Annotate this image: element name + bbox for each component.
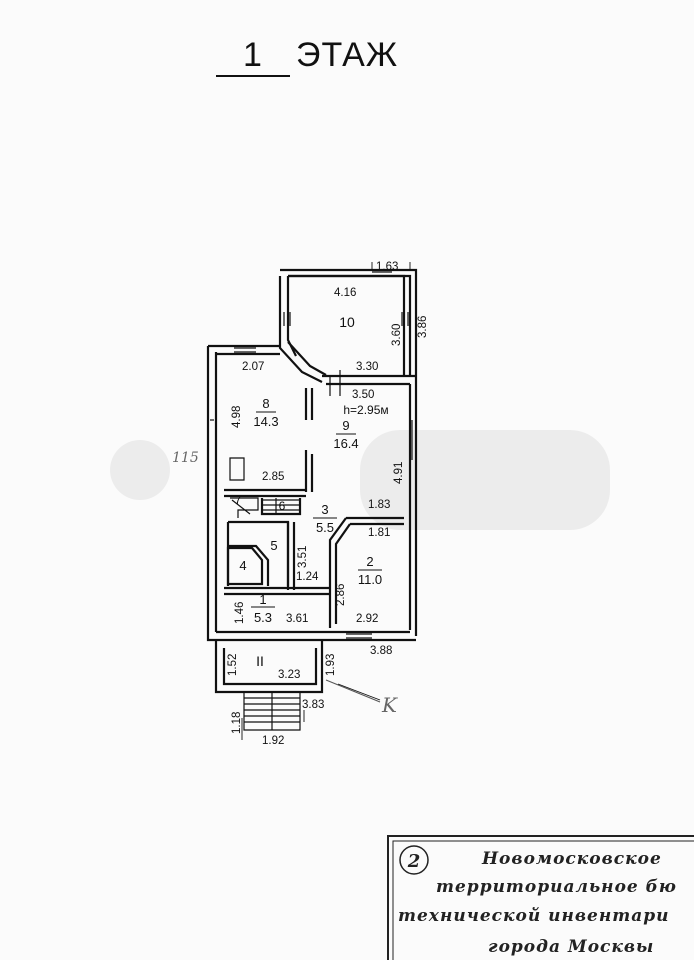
dimension-lines xyxy=(241,262,411,740)
room-10-number: 10 xyxy=(339,314,355,330)
dim-1-24: 1.24 xyxy=(296,571,319,583)
dim-3-61: 3.61 xyxy=(286,613,308,625)
room-2-area: 11.0 xyxy=(358,572,382,587)
room-6-number: 6 xyxy=(279,499,286,513)
dim-3-83: 3.83 xyxy=(302,699,324,711)
stair-room-6 xyxy=(262,498,300,514)
floor-number: 1 xyxy=(216,36,290,77)
stamp-line-3: технической инвентари xyxy=(398,906,670,926)
stamp-number-circle xyxy=(399,845,429,875)
handwritten-right-note: K xyxy=(381,693,398,717)
stairs xyxy=(229,457,301,731)
wall-porch-inner xyxy=(222,648,318,686)
door-9-arc xyxy=(329,370,341,396)
dim-1-93: 1.93 xyxy=(325,654,337,676)
stamp-number: 2 xyxy=(407,851,421,872)
room-4-number: 4 xyxy=(239,558,246,573)
wall-partition-8-9 xyxy=(304,388,314,492)
wall-partition-3-2-inner xyxy=(334,522,404,624)
room-8-area: 14.3 xyxy=(253,414,278,429)
dimension-labels: 1.63 4.16 3.60 3.86 2.07 3.30 3.50 4.98 … xyxy=(227,261,429,747)
dim-1-83: 1.83 xyxy=(368,499,390,511)
handwritten-notes: 115 K xyxy=(172,450,398,717)
dim-4-16: 4.16 xyxy=(334,287,356,299)
dim-3-60: 3.60 xyxy=(391,324,403,346)
room-9-number: 9 xyxy=(342,418,349,433)
floor-word: ЭТАЖ xyxy=(296,36,399,74)
room-1-number: 1 xyxy=(259,592,266,607)
handwritten-marks xyxy=(325,679,381,703)
wall-diagonal-10-inner xyxy=(287,341,327,376)
stair-room-8 xyxy=(229,457,245,481)
window-room-8-top xyxy=(234,347,256,353)
wall-partition-3-vertical xyxy=(286,522,296,590)
room-7-number: 7 xyxy=(235,493,242,507)
wall-9-10 xyxy=(322,374,416,386)
dim-2-85: 2.85 xyxy=(262,471,284,483)
stamp-line-4: города Москвы xyxy=(488,937,654,957)
dim-3-50: 3.50 xyxy=(352,389,374,401)
dim-3-88: 3.88 xyxy=(370,645,392,657)
wall-room-6 xyxy=(260,498,302,516)
room-9-area: 16.4 xyxy=(333,436,358,451)
windows xyxy=(210,271,417,639)
room-3-number: 3 xyxy=(321,502,328,517)
room-9-height: h=2.95м xyxy=(343,403,388,417)
handwritten-left-note: 115 xyxy=(172,450,199,466)
dim-4-91: 4.91 xyxy=(393,462,405,484)
stair-room-7 xyxy=(230,497,259,518)
dim-1-52: 1.52 xyxy=(227,654,239,676)
window-room-10-left xyxy=(283,312,291,326)
wall-room-1-top xyxy=(224,586,330,596)
stamp-line-2: территориальное бю xyxy=(436,877,677,897)
wall-room-10-inner xyxy=(288,274,406,376)
room-8-number: 8 xyxy=(262,396,269,411)
walls xyxy=(206,268,418,694)
room-labels: 10 8 14.3 h=2.95м 9 16.4 3 5.5 2 11.0 5 … xyxy=(235,314,389,669)
wall-outer-bottom xyxy=(216,630,416,642)
room-3-area: 5.5 xyxy=(316,520,334,535)
dim-3-51: 3.51 xyxy=(297,546,309,568)
wall-room-10-outer xyxy=(280,268,418,378)
dim-2-92: 2.92 xyxy=(356,613,378,625)
handwritten-arrow xyxy=(325,679,381,703)
stamp-line-1: Новомосковское xyxy=(481,849,662,869)
wall-porch xyxy=(214,640,324,694)
dim-3-86: 3.86 xyxy=(417,316,429,338)
window-room-10-right xyxy=(401,312,409,326)
scan-watermark xyxy=(110,430,610,530)
room-1-area: 5.3 xyxy=(254,610,272,625)
wall-room-4 xyxy=(226,546,264,586)
stamp-frame xyxy=(387,835,694,960)
dim-4-98: 4.98 xyxy=(231,406,243,428)
dim-3-23: 3.23 xyxy=(278,669,300,681)
room-5-number: 5 xyxy=(270,538,277,553)
wall-stair-top xyxy=(224,488,306,498)
wall-outer-left xyxy=(206,346,224,642)
dim-1-63: 1.63 xyxy=(376,261,398,273)
dim-2-07: 2.07 xyxy=(242,361,264,373)
wall-partition-3-2 xyxy=(328,516,404,628)
dim-2-86: 2.86 xyxy=(335,584,347,606)
dim-1-92: 1.92 xyxy=(262,735,284,747)
inventory-stamp: 2 Новомосковское территориальное бю техн… xyxy=(387,835,694,960)
entrance-steps xyxy=(243,692,301,731)
wall-diagonal-10 xyxy=(278,340,323,383)
room-2-number: 2 xyxy=(366,554,373,569)
room-II-number: II xyxy=(256,653,264,669)
window-room-9-right xyxy=(411,420,417,460)
dim-1-18: 1.18 xyxy=(231,712,243,734)
dim-3-30: 3.30 xyxy=(356,361,378,373)
dim-1-81: 1.81 xyxy=(368,527,390,539)
dim-1-46: 1.46 xyxy=(234,602,246,624)
window-room-2-bottom xyxy=(346,633,372,639)
